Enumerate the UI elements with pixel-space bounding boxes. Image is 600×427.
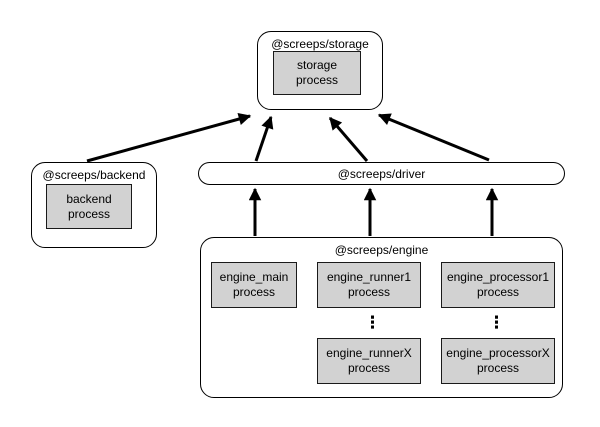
node-backend: @screeps/backend backend process bbox=[31, 162, 157, 248]
engine-runnerX-line1: engine_runnerX bbox=[326, 346, 412, 360]
engine-main-process-box: engine_main process bbox=[211, 262, 297, 308]
engine-main-line2: process bbox=[232, 285, 276, 299]
engine-runner1-line2: process bbox=[347, 285, 391, 299]
backend-process-line2: process bbox=[67, 206, 111, 221]
engine-runnerX-line2: process bbox=[347, 361, 391, 375]
backend-title: @screeps/backend bbox=[42, 168, 146, 182]
engine-runnerX-process-box: engine_runnerX process bbox=[317, 338, 421, 384]
driver-title: @screeps/driver bbox=[337, 167, 426, 181]
arrow-driver-left-to-storage bbox=[254, 115, 274, 162]
runner-ellipsis: ⋮ bbox=[364, 313, 381, 332]
engine-runner1-process-box: engine_runner1 process bbox=[317, 262, 421, 308]
node-engine: @screeps/engine engine_main process engi… bbox=[200, 237, 563, 398]
engine-main-line1: engine_main bbox=[219, 270, 289, 284]
engine-processor1-process-box: engine_processor1 process bbox=[441, 262, 555, 308]
arrow-driver-mid-to-storage bbox=[328, 117, 369, 162]
arrow-driver-right-to-storage bbox=[377, 113, 490, 162]
arrow-backend-to-storage bbox=[86, 112, 252, 163]
backend-process-line1: backend bbox=[66, 191, 112, 206]
backend-process-box: backend process bbox=[46, 184, 132, 229]
storage-process-line2: process bbox=[295, 73, 339, 87]
storage-title: @screeps/storage bbox=[271, 37, 369, 51]
storage-process-line1: storage bbox=[296, 58, 338, 72]
storage-process-box: storage process bbox=[273, 51, 361, 95]
engine-processorX-line1: engine_processorX bbox=[446, 346, 550, 360]
processor-ellipsis: ⋮ bbox=[488, 313, 505, 332]
engine-processor1-line2: process bbox=[476, 285, 520, 299]
node-driver: @screeps/driver bbox=[198, 162, 565, 185]
engine-title: @screeps/engine bbox=[334, 243, 429, 257]
engine-processorX-process-box: engine_processorX process bbox=[441, 338, 555, 384]
engine-runner1-line1: engine_runner1 bbox=[326, 270, 412, 284]
node-storage: @screeps/storage storage process bbox=[257, 31, 383, 110]
engine-processorX-line2: process bbox=[476, 361, 520, 375]
engine-processor1-line1: engine_processor1 bbox=[446, 270, 550, 284]
